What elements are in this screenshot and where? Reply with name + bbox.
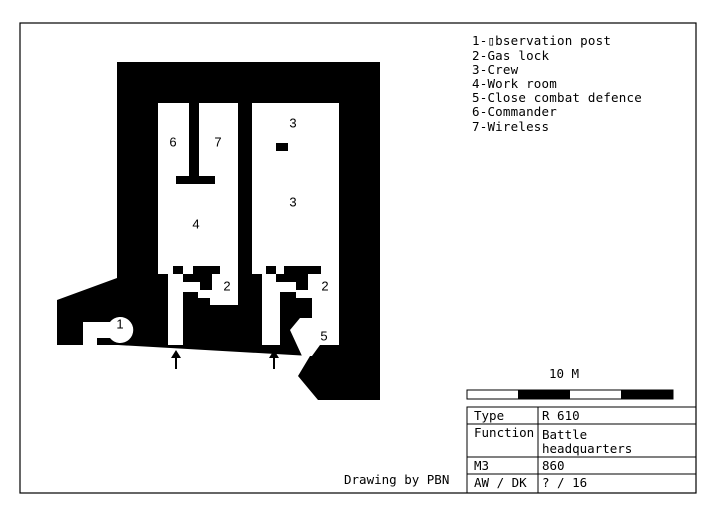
info-table: Type R 610 Function Battle headquarters … — [466, 406, 697, 494]
room-wireless — [199, 103, 238, 176]
room-crew-top — [252, 103, 339, 143]
room-label-6: 6 — [169, 134, 176, 149]
room-work — [158, 184, 238, 266]
room-label-1: 1 — [116, 316, 123, 331]
room-gas-lock-right — [262, 274, 339, 345]
room-gas-lock-left — [168, 274, 238, 345]
table-value-function-1: Battle — [542, 427, 587, 442]
door-6 — [158, 176, 176, 184]
scale-label: 10 M — [549, 366, 579, 381]
legend-item-6: 6-Commander — [472, 104, 557, 119]
slit-left-3 — [220, 266, 238, 274]
room-label-2-left: 2 — [223, 278, 230, 293]
slit-left-1 — [158, 266, 173, 274]
room-label-3-main: 3 — [289, 194, 296, 209]
floor-plan — [57, 62, 380, 400]
legend-item-3: 3-Crew — [472, 62, 519, 77]
table-value-type: R 610 — [542, 408, 580, 423]
scale-segment-1 — [518, 390, 570, 399]
room-close-combat — [290, 305, 339, 356]
room-observation-post — [83, 317, 134, 345]
table-value-m3: 860 — [542, 458, 565, 473]
room-crew-main — [252, 151, 339, 266]
table-value-function-2: headquarters — [542, 441, 632, 456]
slit-right-2 — [276, 266, 284, 274]
table-key-type: Type — [474, 408, 504, 423]
legend-item-2: 2-Gas lock — [472, 48, 550, 63]
room-label-4: 4 — [192, 216, 199, 231]
scale-segment-2 — [621, 390, 673, 399]
legend: 1-▯bservation post 2-Gas lock 3-Crew 4-W… — [472, 33, 642, 134]
sheet-border — [19, 22, 697, 494]
table-key-function: Function — [474, 425, 534, 440]
table-key-m3: M3 — [474, 458, 489, 473]
legend-item-1: 1-▯bservation post — [472, 33, 611, 48]
legend-item-7: 7-Wireless — [472, 119, 549, 134]
drawing-credit: Drawing by PBN — [344, 472, 449, 487]
legend-item-5: 5-Close combat defence — [472, 90, 642, 105]
door-crew-top-left — [252, 143, 276, 151]
legend-item-4: 4-Work room — [472, 76, 557, 91]
slit-right-3 — [321, 266, 339, 274]
slit-right-1 — [252, 266, 266, 274]
room-commander — [158, 103, 189, 176]
room-label-2-right: 2 — [321, 278, 328, 293]
entrance-arrow-left — [171, 350, 181, 369]
entrance-arrow-right — [269, 350, 279, 369]
room-label-7: 7 — [214, 134, 221, 149]
passage-5 — [312, 305, 322, 318]
door-7 — [215, 176, 238, 184]
slit-left-2 — [183, 266, 193, 274]
table-key-awdk: AW / DK — [474, 475, 527, 490]
door-crew-top-right — [288, 143, 339, 151]
scale-bar: 10 M — [466, 366, 674, 400]
room-label-5: 5 — [320, 328, 327, 343]
room-label-3-top: 3 — [289, 115, 296, 130]
table-value-awdk: ? / 16 — [542, 475, 587, 490]
